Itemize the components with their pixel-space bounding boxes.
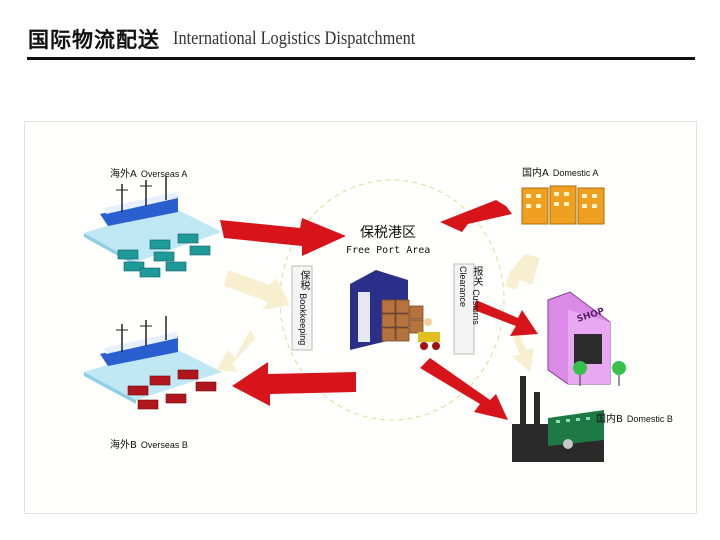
customs-label: 报关 Customs Clearance <box>458 266 484 356</box>
label-domestic-b-zh: 国内B <box>596 414 623 425</box>
bookkeeping-label: 保税 Bookkeeping <box>296 270 311 350</box>
label-domestic-b-en: Domestic B <box>626 414 673 424</box>
ghost-arrows <box>216 254 540 372</box>
overseas-b-port-graphic <box>84 316 222 410</box>
domestic-a-buildings <box>521 185 605 225</box>
free-port-title-en: Free Port Area <box>346 245 431 256</box>
free-port-warehouse <box>350 270 440 350</box>
label-overseas-a-zh: 海外A <box>110 169 137 180</box>
label-domestic-a-en: Domestic A <box>552 168 599 178</box>
label-overseas-b-zh: 海外B <box>110 440 137 451</box>
customs-label-zh: 报关 <box>471 266 482 286</box>
free-port-title-zh: 保税港区 <box>360 225 416 241</box>
bookkeeping-label-en: Bookkeeping <box>298 293 308 346</box>
label-overseas-a-en: Overseas A <box>140 169 188 179</box>
bookkeeping-panel <box>291 265 313 351</box>
arrow-port-to-overseas-b <box>232 362 356 406</box>
title-english: International Logistics Dispatchment <box>173 28 416 49</box>
factory-building <box>512 376 604 462</box>
overseas-a-port-graphic <box>84 176 222 278</box>
arrow-domestic-a-to-port <box>440 200 512 232</box>
customs-label-en: Customs Clearance <box>458 266 481 325</box>
bookkeeping-label-zh: 保税 <box>298 270 309 290</box>
title-rule <box>27 57 695 60</box>
shop-building: SHOP <box>547 291 626 386</box>
title-chinese: 国际物流配送 <box>28 28 160 52</box>
customs-panel <box>453 263 475 355</box>
arrow-port-to-shop <box>474 300 538 336</box>
arrow-overseas-a-to-port <box>220 218 346 256</box>
label-overseas-b-en: Overseas B <box>140 440 188 450</box>
label-domestic-a-zh: 国内A <box>522 168 549 179</box>
arrow-port-to-factory <box>420 358 508 420</box>
main-arrows <box>220 200 538 420</box>
